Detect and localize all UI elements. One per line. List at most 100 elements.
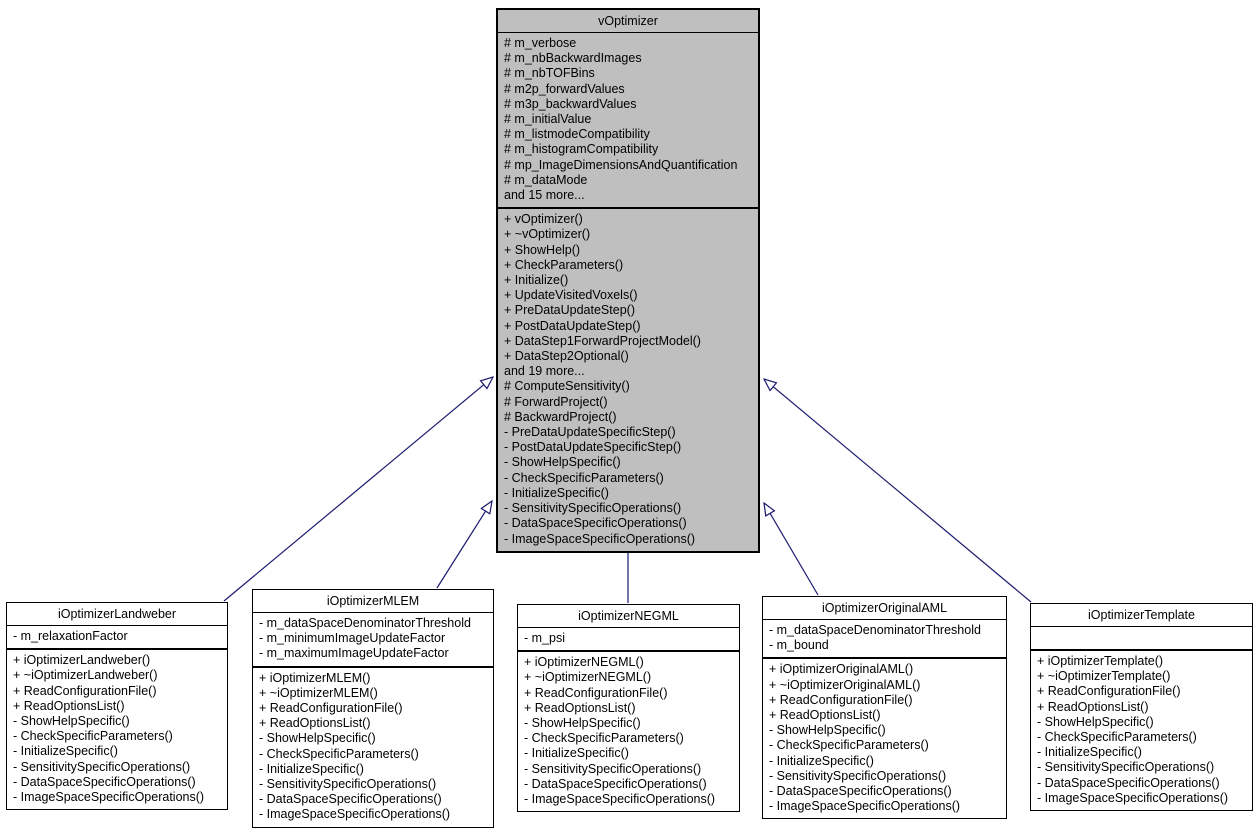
inheritance-arrow-landweber (223, 377, 493, 602)
member-line: - DataSpaceSpecificOperations() (504, 516, 687, 531)
member-line: - DataSpaceSpecificOperations() (524, 776, 707, 791)
member-line: - CheckSpecificParameters() (769, 738, 929, 753)
member-line: - CheckSpecificParameters() (13, 729, 173, 744)
member-line: + ReadConfigurationFile() (1037, 684, 1181, 699)
member-line: - PreDataUpdateSpecificStep() (504, 425, 676, 440)
member-line: - ImageSpaceSpecificOperations() (504, 531, 696, 546)
member-line: + ReadConfigurationFile() (259, 701, 403, 716)
class-title[interactable]: iOptimizerMLEM (326, 594, 420, 608)
member-line: - ImageSpaceSpecificOperations() (1037, 790, 1229, 805)
member-line: - SensitivitySpecificOperations() (769, 768, 947, 783)
class-title[interactable]: vOptimizer (598, 14, 658, 28)
member-line: and 15 more... (504, 188, 585, 203)
member-line: - m_minimumImageUpdateFactor (259, 631, 446, 646)
class-methods-section: + vOptimizer()+ ~vOptimizer()+ ShowHelp(… (498, 207, 758, 550)
class-methods-section: + iOptimizerOriginalAML()+ ~iOptimizerOr… (763, 657, 1006, 818)
member-line: + ~iOptimizerTemplate() (1037, 669, 1171, 684)
member-line: # BackwardProject() (504, 409, 617, 424)
member-line: + ReadOptionsList() (259, 716, 371, 731)
member-line: # m3p_backwardValues (504, 96, 637, 111)
class-attributes-section: # m_verbose# m_nbBackwardImages# m_nbTOF… (498, 32, 758, 207)
member-line: + ReadConfigurationFile() (769, 692, 913, 707)
member-line: + CheckParameters() (504, 257, 624, 272)
member-line: + ShowHelp() (504, 242, 581, 257)
member-line: - m_relaxationFactor (13, 629, 128, 643)
uml-class-ioptimizeroriginalaml[interactable]: iOptimizerOriginalAML - m_dataSpaceDenom… (762, 596, 1007, 820)
inheritance-arrow-originalaml (764, 503, 819, 596)
inheritance-arrow-mlem (436, 501, 492, 589)
member-line: - m_maximumImageUpdateFactor (259, 646, 449, 661)
member-line: - CheckSpecificParameters() (1037, 730, 1197, 745)
member-line: + iOptimizerNEGML() (524, 655, 644, 670)
member-line: - SensitivitySpecificOperations() (524, 761, 702, 776)
member-line: - SensitivitySpecificOperations() (259, 777, 437, 792)
member-line: - CheckSpecificParameters() (524, 731, 684, 746)
member-line: - DataSpaceSpecificOperations() (13, 774, 196, 789)
member-line: + iOptimizerLandweber() (13, 653, 151, 668)
class-title[interactable]: iOptimizerOriginalAML (821, 601, 948, 615)
member-line: - DataSpaceSpecificOperations() (1037, 775, 1220, 790)
member-line: + ~vOptimizer() (504, 227, 591, 242)
member-line: + DataStep1ForwardProjectModel() (504, 333, 701, 348)
class-title[interactable]: iOptimizerNEGML (578, 609, 679, 623)
member-line: - ImageSpaceSpecificOperations() (259, 807, 451, 822)
member-line: # mp_ImageDimensionsAndQuantification (504, 157, 738, 172)
member-line: - m_psi (524, 631, 565, 645)
class-attributes-section: - m_relaxationFactor (7, 625, 227, 648)
member-line: - ImageSpaceSpecificOperations() (13, 790, 205, 805)
class-title[interactable]: iOptimizerLandweber (57, 607, 177, 621)
member-line: - CheckSpecificParameters() (259, 746, 419, 761)
member-line: # ForwardProject() (504, 394, 608, 409)
member-line: - ImageSpaceSpecificOperations() (769, 799, 961, 814)
member-line: # ComputeSensitivity() (504, 379, 630, 394)
uml-class-ioptimizertemplate[interactable]: iOptimizerTemplate + iOptimizerTemplate(… (1030, 603, 1253, 812)
member-line: # m_histogramCompatibility (504, 142, 659, 157)
inheritance-arrow-template (764, 379, 1032, 603)
member-line: - m_bound (769, 638, 829, 653)
member-line: - ShowHelpSpecific() (1037, 714, 1154, 729)
member-line: # m_listmodeCompatibility (504, 127, 650, 142)
member-line: # m_dataMode (504, 172, 588, 187)
member-line: + vOptimizer() (504, 212, 583, 227)
member-line: - InitializeSpecific() (769, 753, 874, 768)
member-line: + PostDataUpdateStep() (504, 318, 641, 333)
class-title[interactable]: iOptimizerTemplate (1088, 608, 1195, 622)
member-line: - InitializeSpecific() (1037, 745, 1142, 760)
member-line: + ReadOptionsList() (769, 708, 881, 723)
member-line: - InitializeSpecific() (504, 485, 609, 500)
member-line: + ReadOptionsList() (13, 698, 125, 713)
member-line: + Initialize() (504, 273, 569, 288)
member-line: # m_nbBackwardImages (504, 51, 642, 66)
member-line: - ImageSpaceSpecificOperations() (524, 792, 716, 807)
member-line: - ShowHelpSpecific() (524, 716, 641, 731)
uml-class-ioptimizerlandweber[interactable]: iOptimizerLandweber - m_relaxationFactor… (6, 602, 228, 811)
uml-class-voptimizer[interactable]: vOptimizer # m_verbose# m_nbBackwardImag… (496, 8, 760, 553)
member-line: + ReadConfigurationFile() (13, 683, 157, 698)
member-line: - InitializeSpecific() (524, 746, 629, 761)
uml-class-ioptimizernegml[interactable]: iOptimizerNEGML - m_psi + iOptimizerNEGM… (517, 604, 740, 813)
member-line: and 19 more... (504, 364, 585, 379)
member-line: - InitializeSpecific() (259, 761, 364, 776)
member-line: + ~iOptimizerMLEM() (259, 685, 378, 700)
member-line: + iOptimizerMLEM() (259, 670, 371, 685)
class-methods-section: + iOptimizerLandweber()+ ~iOptimizerLand… (7, 648, 227, 809)
class-methods-section: + iOptimizerTemplate()+ ~iOptimizerTempl… (1031, 649, 1252, 810)
uml-class-ioptimizermlem[interactable]: iOptimizerMLEM - m_dataSpaceDenominatorT… (252, 589, 494, 828)
member-line: + ~iOptimizerLandweber() (13, 668, 158, 683)
member-line: - ShowHelpSpecific() (504, 455, 621, 470)
class-methods-section: + iOptimizerNEGML()+ ~iOptimizerNEGML() +… (518, 650, 739, 811)
member-line: - ShowHelpSpecific() (259, 731, 376, 746)
member-line: # m_initialValue (504, 112, 592, 127)
member-line: + DataStep2Optional() (504, 349, 629, 364)
member-line: - ShowHelpSpecific() (13, 714, 130, 729)
member-line: + ReadOptionsList() (524, 700, 636, 715)
member-line: + ~iOptimizerNEGML() (524, 670, 652, 685)
member-line: + ReadOptionsList() (1037, 699, 1149, 714)
class-attributes-section: - m_psi (518, 627, 739, 650)
class-attributes-section: - m_dataSpaceDenominatorThreshold- m_min… (253, 612, 493, 666)
member-line: + iOptimizerOriginalAML() (769, 662, 914, 677)
class-attributes-section (1031, 626, 1252, 649)
member-line: - DataSpaceSpecificOperations() (769, 784, 952, 799)
class-attributes-section: - m_dataSpaceDenominatorThreshold- m_bou… (763, 619, 1006, 657)
member-line: + ~iOptimizerOriginalAML() (769, 677, 921, 692)
